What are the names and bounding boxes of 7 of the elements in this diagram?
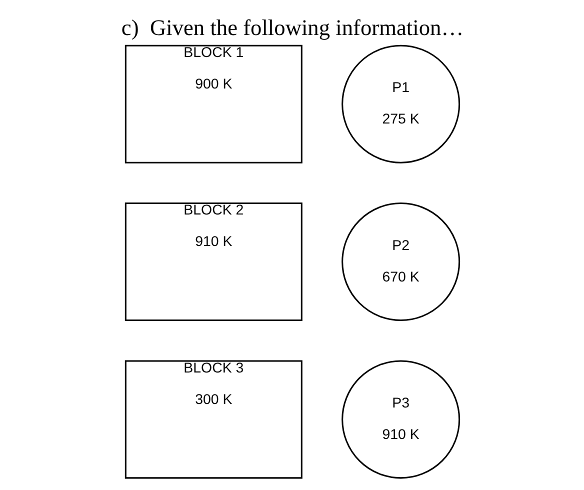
node-box: BLOCK 1 900 K bbox=[124, 44, 302, 163]
node-box: BLOCK 2 910 K bbox=[124, 202, 302, 321]
node-circle: P1 275 K bbox=[341, 44, 460, 163]
diagram-title: c) Given the following information… bbox=[120, 14, 464, 40]
node-box: BLOCK 3 300 K bbox=[124, 360, 302, 478]
node-circle: P2 670 K bbox=[341, 202, 460, 321]
node-circle: P3 910 K bbox=[341, 360, 460, 478]
